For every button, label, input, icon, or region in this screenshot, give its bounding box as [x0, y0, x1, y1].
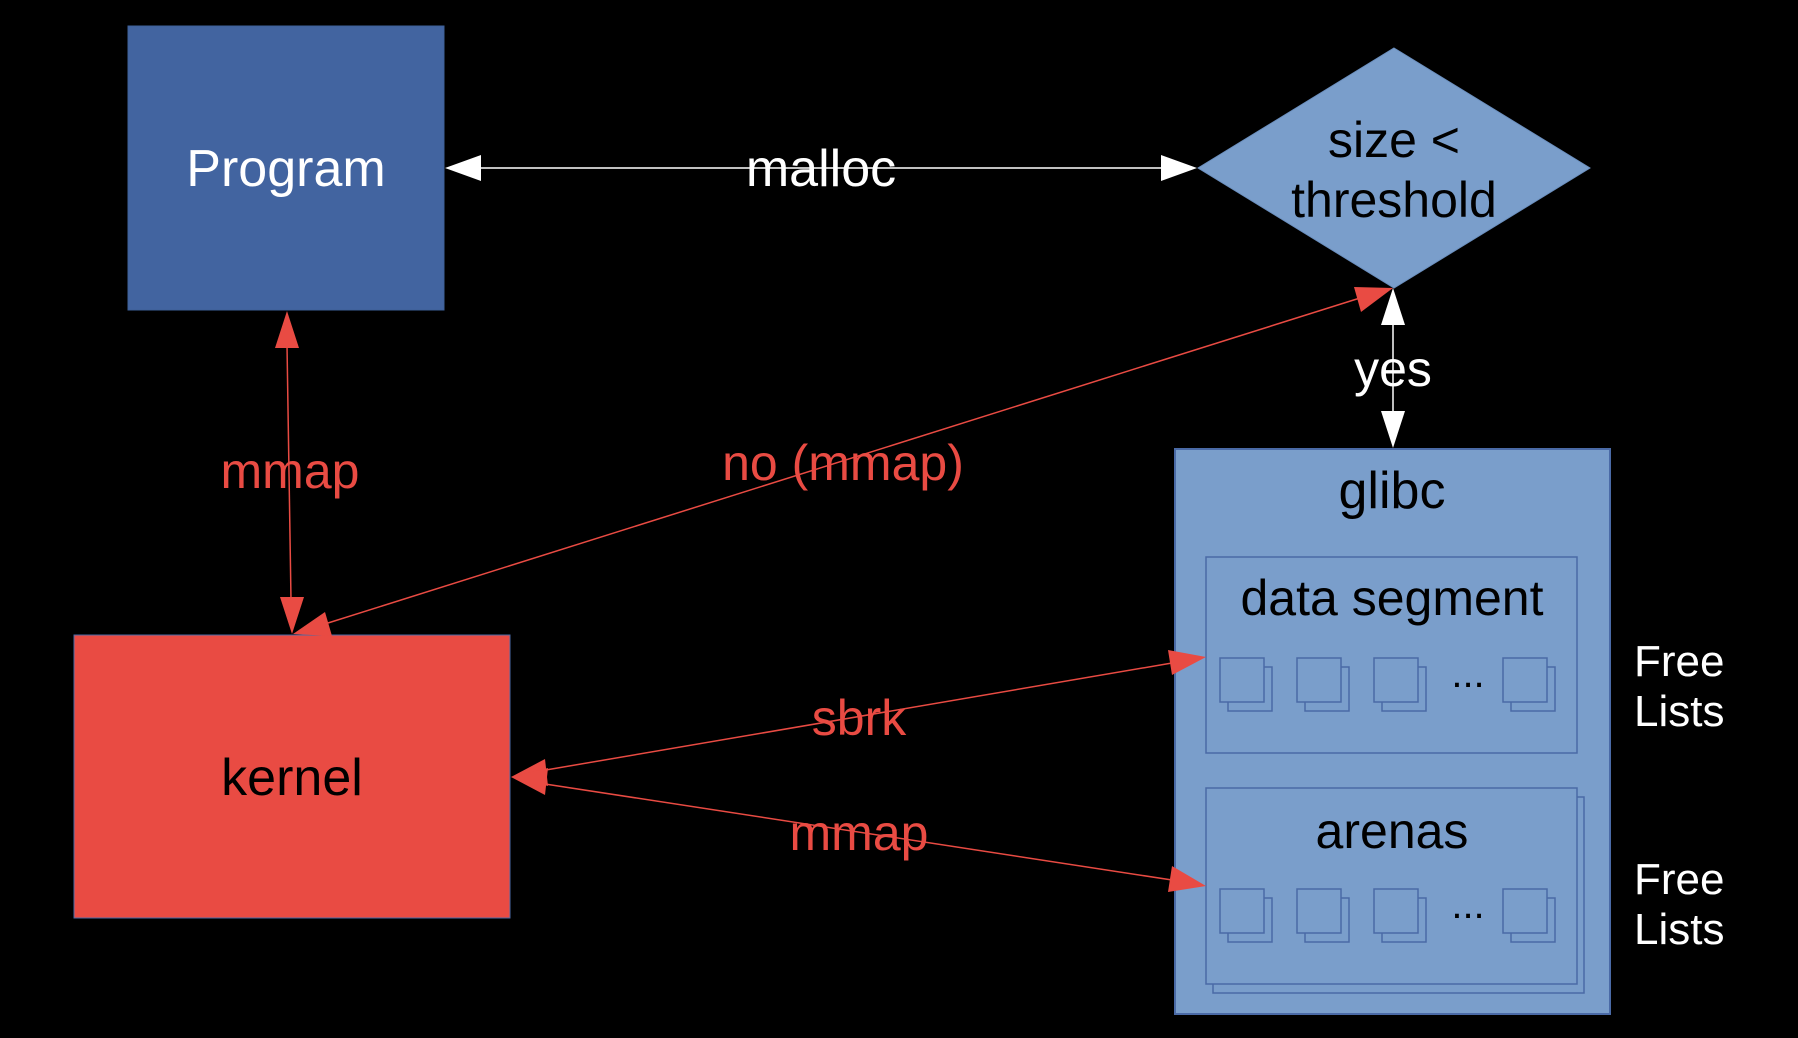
program-mmap-arrowhead-up	[275, 311, 299, 348]
arenas-free-list-block-icon	[1502, 888, 1556, 943]
decision-node: size < threshold	[1197, 47, 1591, 289]
malloc-arrowhead-left	[445, 155, 481, 181]
no-mmap-arrowhead-kernel	[293, 612, 332, 636]
program-node: Program	[127, 25, 445, 311]
edge-yes: yes	[1354, 288, 1432, 448]
data-segment-ellipsis: ...	[1451, 652, 1484, 696]
malloc-arrowhead-right	[1161, 155, 1197, 181]
edge-program-mmap-label: mmap	[221, 443, 360, 499]
free-lists-1-line1: Free	[1634, 637, 1724, 686]
edge-arena-mmap: mmap	[511, 768, 1206, 892]
program-label: Program	[186, 140, 385, 198]
edge-malloc-label: malloc	[746, 140, 896, 198]
free-lists-2-line2: Lists	[1634, 905, 1724, 954]
edge-program-kernel-mmap: mmap	[221, 311, 360, 634]
sbrk-arrowhead-data-segment	[1168, 650, 1206, 675]
free-lists-label-data-segment: Free Lists	[1634, 637, 1724, 736]
data-segment-free-list-block-icon	[1373, 657, 1427, 712]
data-segment-free-list-block-icon	[1296, 657, 1350, 712]
edge-arena-mmap-label: mmap	[790, 805, 929, 861]
free-lists-2-line1: Free	[1634, 855, 1724, 904]
data-segment-free-list-block-icon	[1502, 657, 1556, 712]
data-segment-free-list-block-icon	[1219, 657, 1273, 712]
edge-yes-label: yes	[1354, 341, 1432, 397]
program-mmap-arrowhead-down	[280, 597, 304, 634]
free-lists-label-arenas: Free Lists	[1634, 855, 1724, 954]
data-segment-label: data segment	[1241, 570, 1544, 626]
arenas-free-list-block-icon	[1296, 888, 1350, 943]
yes-arrowhead-up	[1381, 288, 1405, 325]
arena-mmap-arrowhead-kernel	[511, 768, 548, 795]
yes-arrowhead-down	[1381, 411, 1405, 448]
edge-sbrk: sbrk	[511, 650, 1206, 786]
arena-mmap-arrowhead-arenas	[1168, 866, 1206, 892]
decision-label-line2: threshold	[1291, 172, 1497, 228]
free-lists-1-line2: Lists	[1634, 687, 1724, 736]
glibc-node: glibc data segment ... arenas ...	[1174, 448, 1611, 1015]
arenas-ellipsis: ...	[1451, 883, 1484, 927]
kernel-label: kernel	[221, 749, 363, 807]
arenas-free-list-blocks	[1219, 888, 1556, 943]
edge-no-mmap: no (mmap)	[293, 287, 1393, 636]
arenas-free-list-block-icon	[1373, 888, 1427, 943]
data-segment-node: data segment ...	[1205, 556, 1578, 754]
edge-sbrk-label: sbrk	[812, 690, 907, 746]
edge-no-mmap-label: no (mmap)	[722, 435, 964, 491]
arenas-node: arenas ...	[1205, 787, 1585, 994]
no-mmap-arrowhead-decision	[1354, 287, 1393, 312]
arenas-free-list-block-icon	[1219, 888, 1273, 943]
glibc-label: glibc	[1339, 462, 1446, 520]
decision-label-line1: size <	[1328, 112, 1460, 168]
arenas-label: arenas	[1316, 803, 1469, 859]
data-segment-free-list-blocks	[1219, 657, 1556, 712]
edge-malloc: malloc	[445, 140, 1197, 198]
kernel-node: kernel	[73, 634, 511, 919]
